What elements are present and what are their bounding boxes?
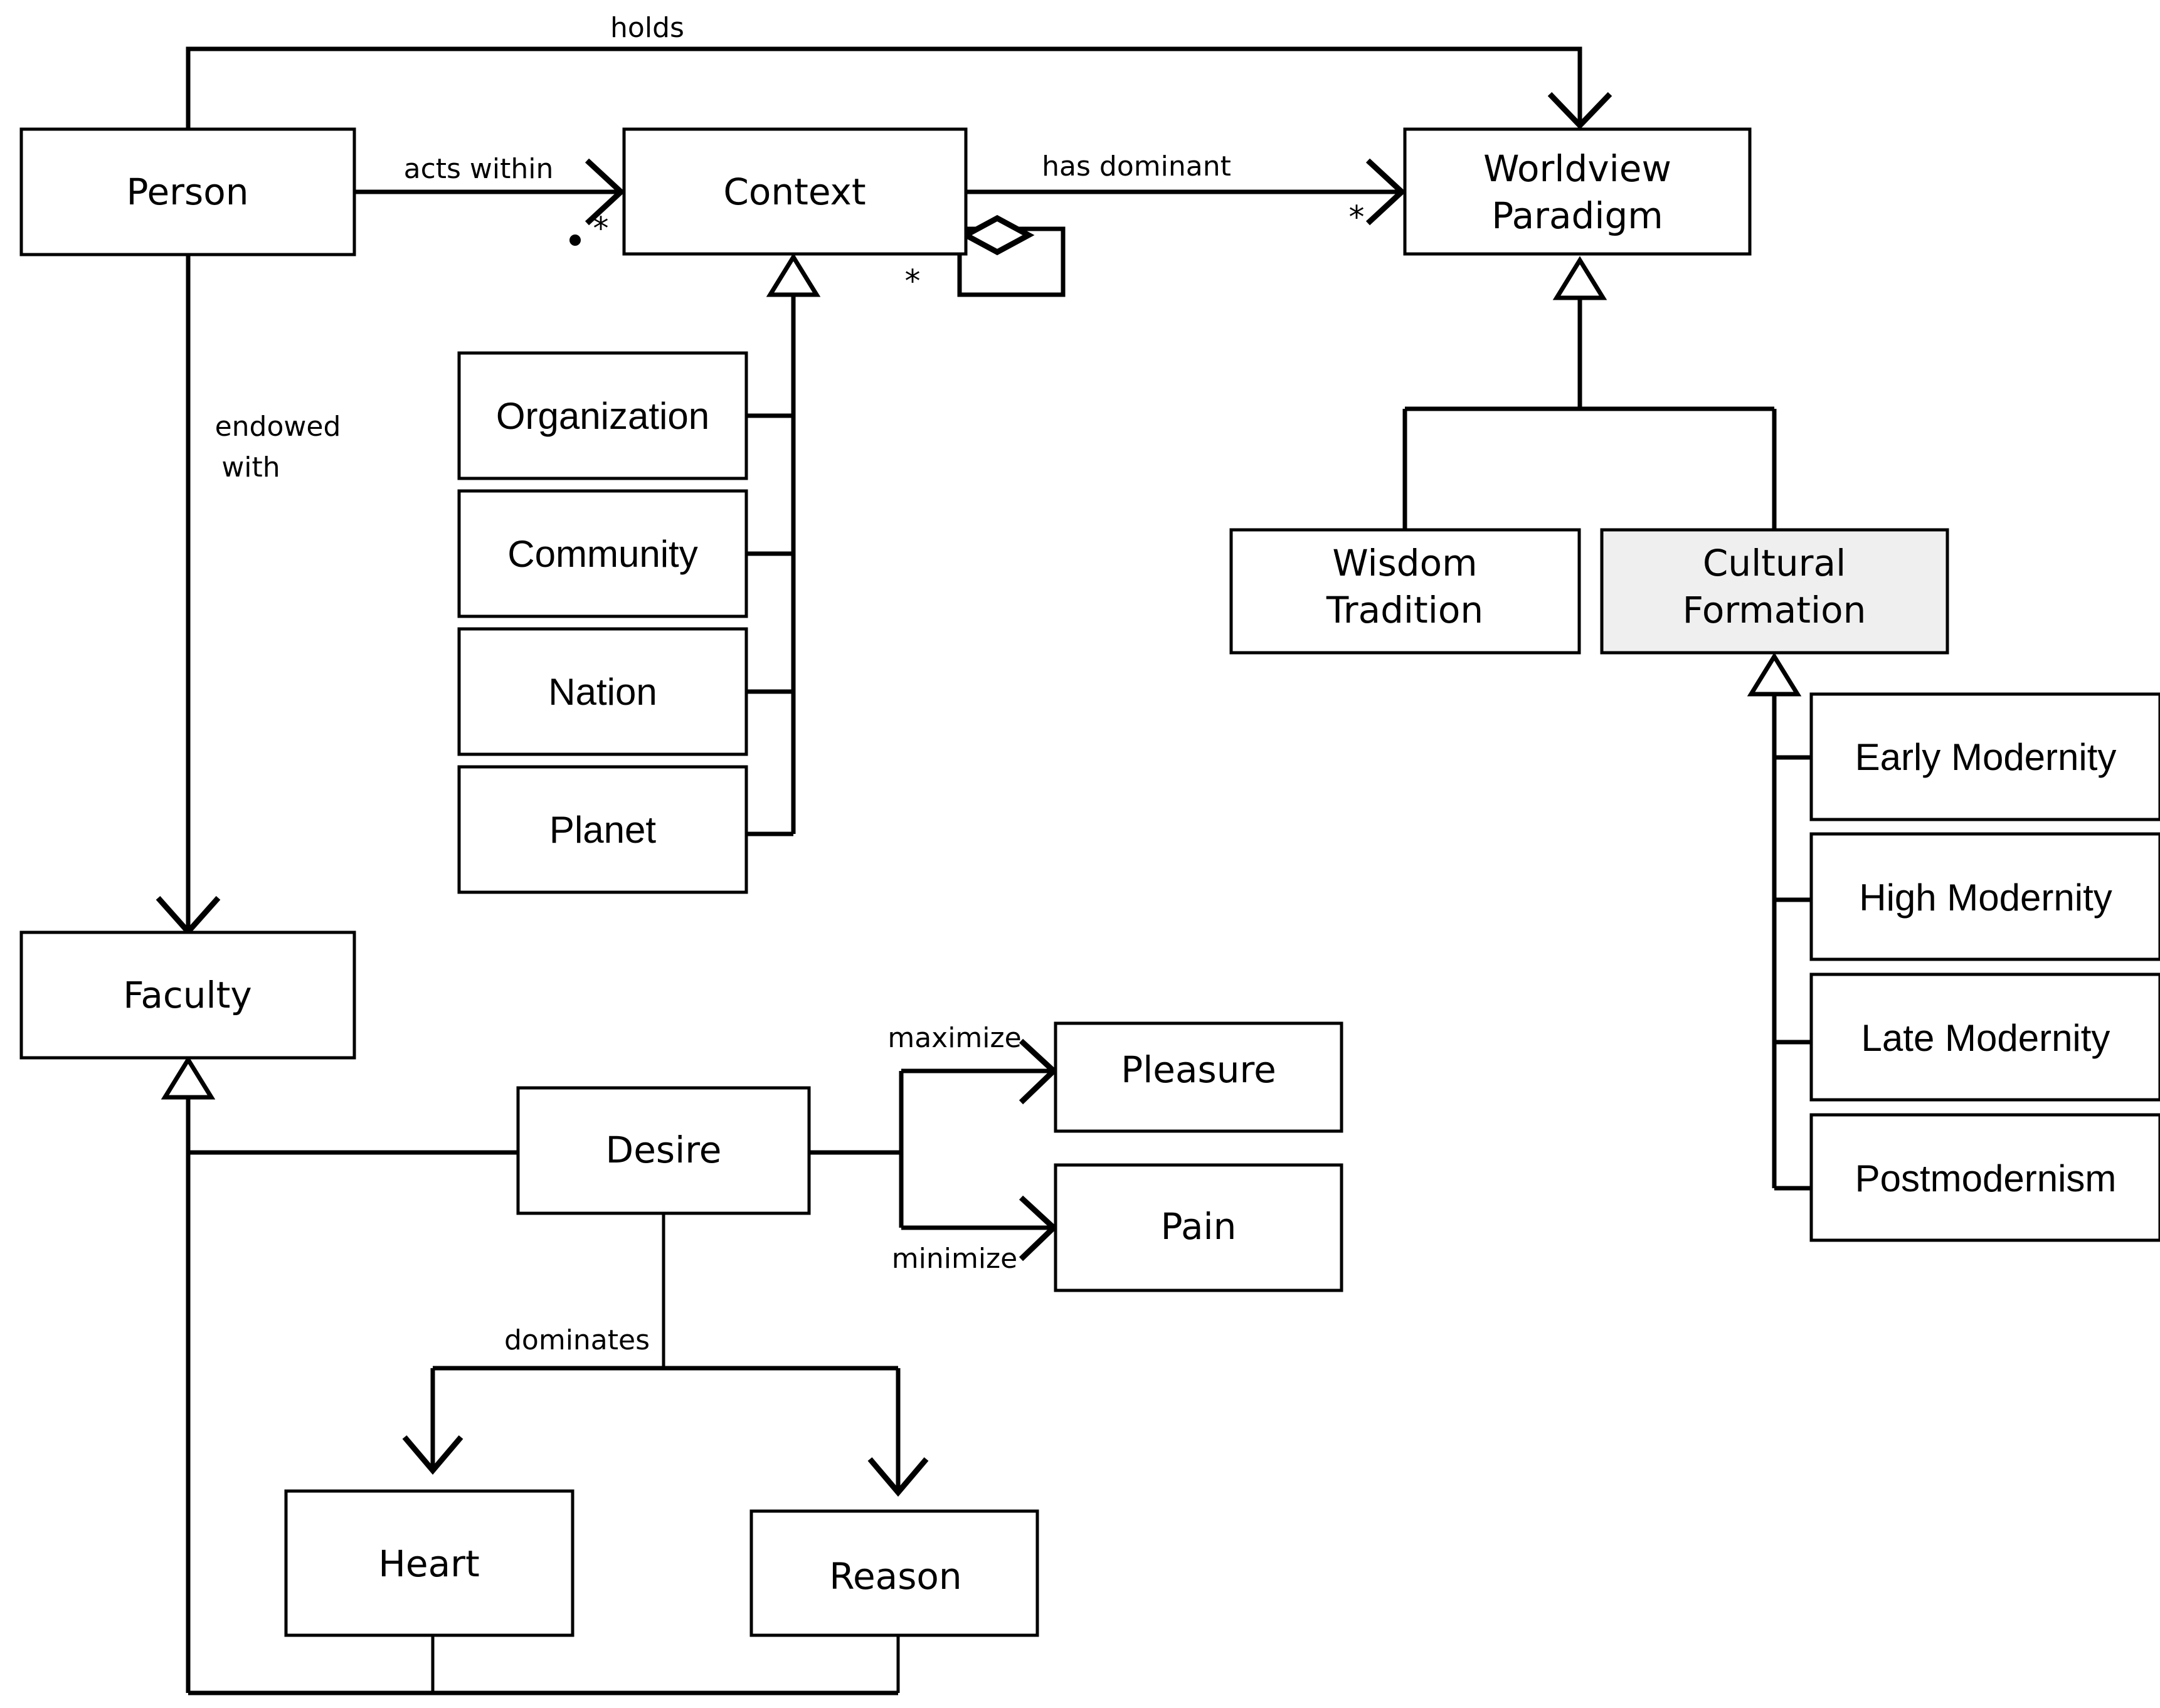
node-early-modernity-label: Early Modernity [1855, 736, 2117, 778]
node-cultural-formation-label-line2: Formation [1683, 589, 1866, 631]
node-wisdom-tradition-label-line1: Wisdom [1332, 542, 1477, 584]
edge-desire-outcomes [809, 1038, 1058, 1262]
node-pleasure-label: Pleasure [1121, 1048, 1276, 1091]
node-reason[interactable]: Reason [749, 1509, 1039, 1637]
edge-worldview-generalization [1402, 256, 1777, 530]
node-desire[interactable]: Desire [516, 1086, 811, 1215]
node-person[interactable]: Person [19, 127, 356, 256]
edge-label-endowed-with-line2: with [221, 451, 280, 483]
node-late-modernity[interactable]: Late Modernity [1809, 973, 2160, 1102]
edge-has-dominant [966, 158, 1406, 226]
multiplicity-context-self-star: * [905, 263, 921, 300]
node-community[interactable]: Community [457, 489, 748, 618]
node-pleasure[interactable]: Pleasure [1054, 1021, 1343, 1133]
node-context[interactable]: Context [622, 127, 968, 256]
multiplicity-context-in-dot [569, 235, 581, 246]
edge-holds [186, 46, 1612, 130]
node-pain[interactable]: Pain [1054, 1163, 1343, 1292]
node-planet-label: Planet [549, 809, 656, 851]
node-nation[interactable]: Nation [457, 627, 748, 756]
edge-context-self-aggregation [957, 214, 1066, 297]
node-context-label: Context [723, 171, 866, 213]
node-faculty-label: Faculty [123, 974, 251, 1016]
node-postmodernism-label: Postmodernism [1855, 1157, 2117, 1199]
node-reason-label: Reason [829, 1555, 961, 1598]
node-desire-label: Desire [606, 1129, 722, 1171]
node-nation-label: Nation [548, 671, 657, 713]
node-wisdom-tradition-label-line2: Tradition [1326, 589, 1483, 631]
node-cultural-formation-label-line1: Cultural [1703, 542, 1846, 584]
edge-label-minimize: minimize [892, 1243, 1017, 1275]
edge-dominates [402, 1210, 929, 1497]
node-worldview-paradigm-label-line1: Worldview [1483, 147, 1671, 190]
edge-context-generalization [746, 253, 821, 836]
node-cultural-formation[interactable]: Cultural Formation [1600, 528, 1949, 655]
node-wisdom-tradition[interactable]: Wisdom Tradition [1229, 528, 1581, 655]
edge-label-holds: holds [610, 12, 684, 44]
edge-label-endowed-with-line1: endowed [215, 411, 341, 443]
edge-acts-within [354, 158, 625, 226]
multiplicity-context-in-star: * [593, 211, 609, 247]
edge-cultural-formation-generalization [1747, 652, 1811, 1191]
node-organization-label: Organization [496, 395, 709, 437]
edge-endowed-with [156, 255, 221, 936]
edge-label-maximize: maximize [887, 1022, 1021, 1054]
node-early-modernity[interactable]: Early Modernity [1809, 692, 2160, 821]
node-postmodernism[interactable]: Postmodernism [1809, 1113, 2160, 1242]
node-pain-label: Pain [1161, 1205, 1237, 1248]
edge-faculty-generalization [161, 1055, 900, 1695]
node-faculty[interactable]: Faculty [19, 930, 356, 1060]
node-high-modernity-label: High Modernity [1859, 877, 2112, 919]
node-planet[interactable]: Planet [457, 765, 748, 894]
node-organization[interactable]: Organization [457, 351, 748, 480]
node-person-label: Person [127, 171, 249, 213]
edge-label-dominates: dominates [504, 1324, 650, 1356]
node-late-modernity-label: Late Modernity [1861, 1017, 2110, 1059]
node-high-modernity[interactable]: High Modernity [1809, 832, 2160, 961]
edge-label-has-dominant: has dominant [1042, 150, 1231, 182]
node-worldview-paradigm[interactable]: Worldview Paradigm [1403, 127, 1752, 256]
node-community-label: Community [507, 533, 697, 575]
multiplicity-worldview-star: * [1349, 199, 1365, 236]
node-heart-label: Heart [378, 1542, 479, 1585]
edge-label-acts-within: acts within [404, 153, 554, 185]
node-heart[interactable]: Heart [284, 1489, 574, 1637]
node-worldview-paradigm-label-line2: Paradigm [1491, 194, 1663, 237]
